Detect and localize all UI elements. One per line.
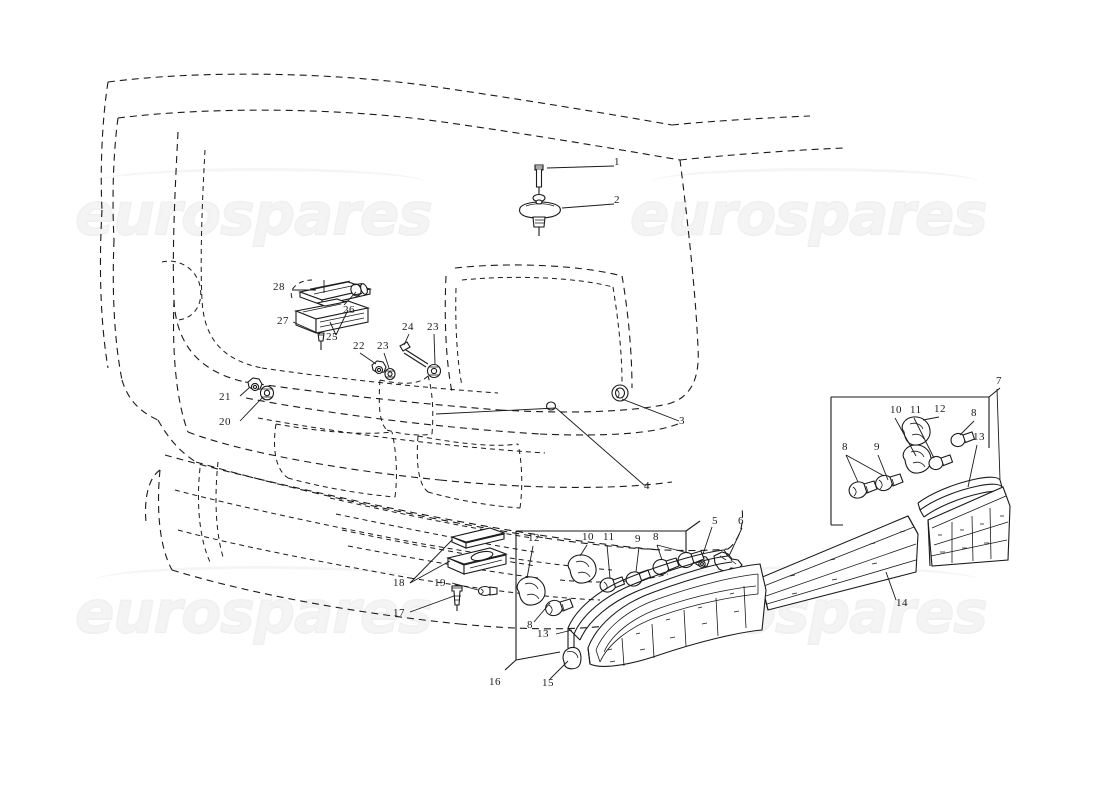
leader-lines [239,165,1001,680]
callout-19: 19 [434,577,446,589]
callout-5: 5 [712,515,718,527]
left-lamp-group-box [504,520,701,671]
part-18-number-plate-lamp [446,527,508,575]
callout-20: 20 [219,416,231,428]
part-19-lamp-bulb [477,585,498,597]
callout-8: 8 [842,441,848,453]
tail-lamp-left-assembly [759,515,919,611]
callout-16: 16 [489,676,501,688]
right-lamp-group-box [830,387,1001,526]
callout-7: 7 [996,375,1002,387]
callout-1: 1 [614,156,620,168]
part-20-21-nut-washer [247,377,275,401]
callout-6: 6 [738,515,744,527]
callout-22: 22 [353,340,365,352]
callout-8c: 8 [653,531,659,543]
tail-lamp-right-assembly [927,486,1011,567]
callout-12: 12 [934,403,946,415]
callout-23: 23 [377,340,389,352]
callout-15: 15 [542,677,554,689]
tail-lamp-lens-main [587,563,767,667]
callout-13: 13 [973,431,985,443]
part-2-lock-striker [518,193,561,236]
part-25-28-lock-assembly [290,279,373,350]
callout-28: 28 [273,281,285,293]
part-24-23-screw-washer [399,341,442,379]
car-body-outline [99,73,846,630]
callout-3: 3 [679,415,685,427]
part-1-screw [534,164,544,195]
callout-27: 27 [277,315,289,327]
callout-17: 17 [393,607,405,619]
part-17-screw [451,585,463,611]
callout-10b: 10 [582,531,594,543]
left-lamp-gasket-13b [567,549,733,652]
right-group-bulbs [848,416,976,499]
part-3-grommet [611,384,629,402]
part-22-23-nut-washer [371,360,396,381]
callout-9b: 9 [635,533,641,545]
callout-13b: 13 [537,628,549,640]
callout-11: 11 [910,404,922,416]
callout-8b: 8 [971,407,977,419]
callout-24: 24 [402,321,414,333]
callout-14: 14 [896,597,908,609]
callout-10: 10 [890,404,902,416]
callout-18: 18 [393,577,405,589]
callout-25: 25 [326,331,338,343]
callout-2: 2 [614,194,620,206]
callout-11b: 11 [603,531,615,543]
callout-4: 4 [644,480,650,492]
callout-21: 21 [219,391,231,403]
callout-26: 26 [343,304,355,316]
part-15-cap [562,646,582,670]
callout-23b: 23 [427,321,439,333]
callout-9: 9 [874,441,880,453]
callout-8d: 8 [527,619,533,631]
callout-12b: 12 [528,532,540,544]
